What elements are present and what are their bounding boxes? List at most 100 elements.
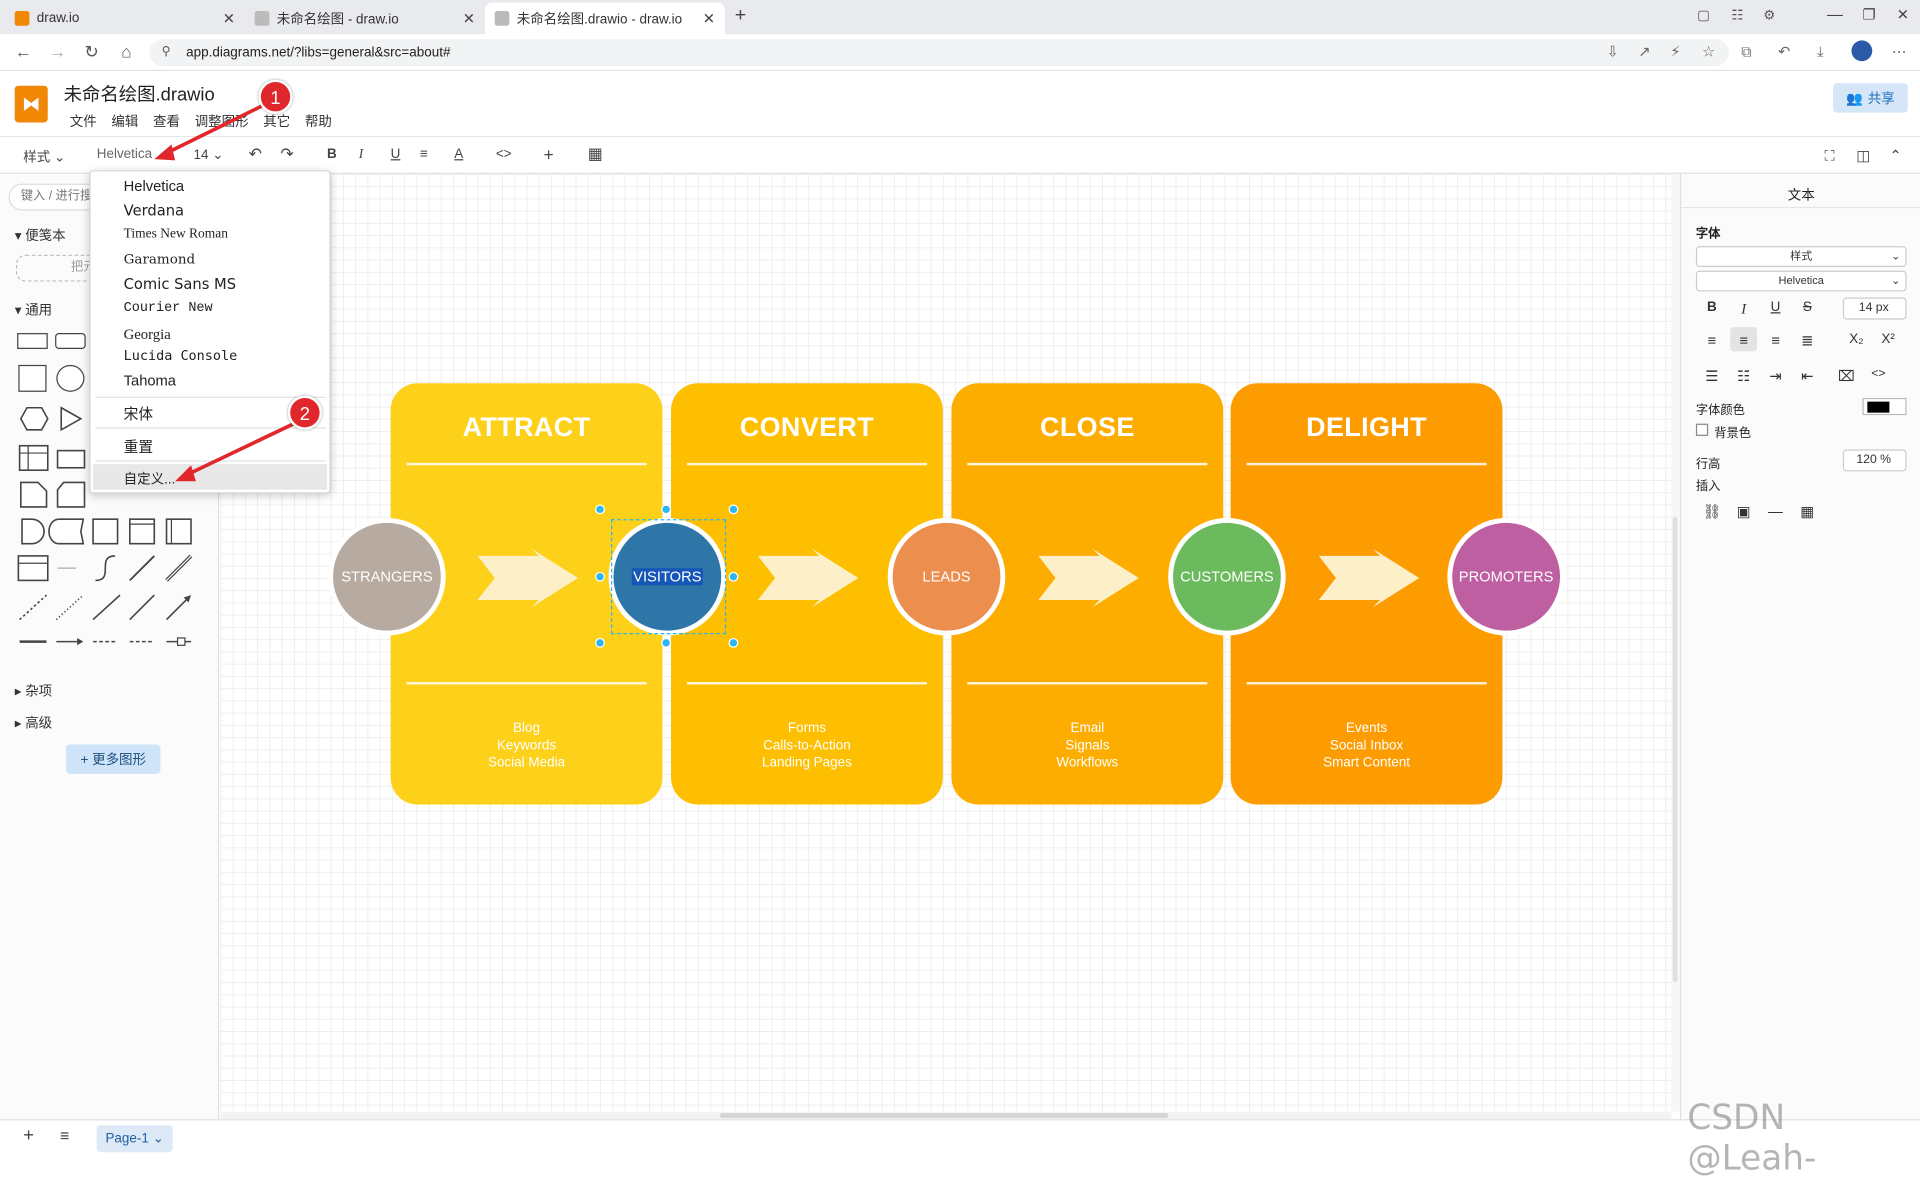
resize-handle[interactable]: [728, 637, 739, 648]
align-center-icon[interactable]: ≡: [1739, 331, 1748, 349]
font-color-icon[interactable]: A: [454, 146, 464, 162]
menu-arrange[interactable]: 调整图形: [194, 115, 249, 130]
font-option-verdana[interactable]: Verdana: [123, 202, 185, 220]
extensions-icon[interactable]: ⚙: [1763, 8, 1776, 24]
rectangle-shape[interactable]: [17, 333, 48, 349]
restore-icon[interactable]: ❐: [1862, 6, 1876, 24]
circle-label-selected[interactable]: VISITORS: [631, 568, 703, 586]
font-family-select[interactable]: Helvetica⌄: [1695, 270, 1907, 292]
chevron-arrow-icon[interactable]: [475, 548, 578, 608]
font-size-dropdown[interactable]: 14 ⌄: [193, 148, 224, 163]
font-option-garamond[interactable]: Garamond: [123, 251, 196, 267]
circle-customers[interactable]: CUSTOMERS: [1168, 517, 1286, 636]
resize-handle[interactable]: [661, 637, 672, 648]
horizontal-scroll-thumb[interactable]: [720, 1113, 1169, 1118]
background-color-checkbox[interactable]: [1695, 423, 1709, 436]
misc-shapes-row[interactable]: [17, 517, 201, 546]
resize-handle[interactable]: [728, 504, 739, 515]
horizontal-rule-icon[interactable]: —: [1768, 503, 1783, 521]
browser-tab-active[interactable]: 未命名绘图.drawio - draw.io ✕: [484, 2, 725, 35]
html-code-icon[interactable]: <>: [495, 146, 512, 162]
install-app-icon[interactable]: ⇩: [1606, 42, 1619, 61]
panel-title[interactable]: CLOSE: [1040, 411, 1135, 443]
bullet-list-icon[interactable]: ☷: [1737, 367, 1751, 385]
profile-avatar[interactable]: [1851, 40, 1873, 62]
font-size-input[interactable]: 14 px: [1842, 297, 1907, 320]
collapse-icon[interactable]: ⌃: [1889, 146, 1902, 165]
font-option-reset[interactable]: 重置: [123, 438, 154, 456]
close-tab-icon[interactable]: ✕: [702, 9, 716, 27]
misc-section-header[interactable]: ▸ 杂项: [14, 684, 53, 700]
panel-title[interactable]: DELIGHT: [1306, 411, 1427, 443]
text-tab[interactable]: 文本: [1787, 188, 1815, 204]
rounded-rectangle-shape[interactable]: [55, 333, 86, 349]
line-height-input[interactable]: 120 %: [1842, 449, 1907, 472]
font-option-lucida-console[interactable]: Lucida Console: [123, 347, 238, 364]
minimize-icon[interactable]: —: [1826, 4, 1843, 24]
redo-icon[interactable]: ↷: [280, 144, 294, 163]
panel-title[interactable]: ATTRACT: [462, 411, 591, 443]
font-family-dropdown[interactable]: Helvetica: [97, 147, 152, 162]
strikethrough-icon[interactable]: S: [1802, 300, 1812, 315]
back-icon[interactable]: ←: [14, 41, 32, 62]
menu-help[interactable]: 帮助: [304, 115, 332, 130]
font-option-times[interactable]: Times New Roman: [123, 226, 228, 242]
more-shapes-button[interactable]: + 更多图形: [66, 744, 161, 774]
share-button[interactable]: 👥 共享: [1833, 83, 1908, 113]
table-container-shapes[interactable]: [17, 443, 90, 472]
history-icon[interactable]: ↶: [1777, 42, 1791, 61]
add-page-icon[interactable]: +: [23, 1125, 34, 1147]
reload-icon[interactable]: ↻: [84, 41, 99, 62]
share-page-icon[interactable]: ↗: [1638, 42, 1651, 61]
align-right-icon[interactable]: ≡: [1771, 331, 1780, 349]
tab-actions-icon[interactable]: ▢: [1697, 8, 1710, 24]
numbered-list-icon[interactable]: ☰: [1705, 367, 1719, 385]
font-option-comic-sans[interactable]: Comic Sans MS: [123, 275, 237, 293]
circle-leads[interactable]: LEADS: [887, 517, 1006, 636]
url-field[interactable]: ⚲ app.diagrams.net/?libs=general&src=abo…: [149, 39, 1729, 67]
undo-icon[interactable]: ↶: [248, 144, 262, 163]
vertical-scrollbar[interactable]: [1671, 173, 1681, 1112]
site-info-icon[interactable]: ⚲: [161, 45, 171, 59]
font-option-custom[interactable]: 宋体: [123, 405, 154, 423]
format-panel-icon[interactable]: ◫: [1856, 146, 1871, 165]
italic-icon[interactable]: I: [358, 146, 364, 162]
page-tab[interactable]: Page-1 ⌄: [96, 1125, 173, 1153]
close-tab-icon[interactable]: ✕: [462, 9, 476, 27]
browser-tab[interactable]: draw.io ✕: [5, 2, 245, 34]
html-code-icon[interactable]: <>: [1871, 367, 1886, 381]
subscript-icon[interactable]: X₂: [1849, 331, 1864, 347]
panel-items[interactable]: Forms Calls-to-Action Landing Pages: [671, 720, 943, 771]
circle-shape[interactable]: [56, 364, 85, 392]
resize-handle[interactable]: [595, 637, 605, 648]
hexagon-triangle-shapes[interactable]: [17, 404, 90, 433]
font-color-picker[interactable]: [1862, 397, 1907, 416]
panel-title[interactable]: CONVERT: [739, 411, 875, 443]
connector-shapes-row[interactable]: [17, 553, 201, 582]
resize-handle[interactable]: [595, 504, 605, 515]
menu-extras[interactable]: 其它: [263, 115, 291, 130]
bold-icon[interactable]: B: [1706, 300, 1717, 315]
chevron-arrow-icon[interactable]: [756, 548, 859, 608]
resize-handle[interactable]: [728, 571, 739, 582]
italic-icon[interactable]: I: [1741, 300, 1747, 318]
style-select[interactable]: 样式⌄: [1695, 246, 1907, 267]
menu-view[interactable]: 查看: [153, 115, 181, 130]
favorite-star-icon[interactable]: ☆: [1702, 42, 1716, 61]
font-option-tahoma[interactable]: Tahoma: [123, 372, 176, 390]
edge-shapes-row[interactable]: [17, 634, 201, 649]
font-option-courier[interactable]: Courier New: [123, 301, 213, 316]
image-icon[interactable]: ▣: [1736, 503, 1751, 521]
square-shape[interactable]: [18, 364, 47, 392]
font-option-georgia[interactable]: Georgia: [123, 325, 171, 343]
align-icon[interactable]: ≡: [420, 146, 428, 162]
font-option-helvetica[interactable]: Helvetica: [123, 177, 185, 195]
close-window-icon[interactable]: ✕: [1896, 6, 1910, 24]
resize-handle[interactable]: [595, 571, 605, 582]
close-tab-icon[interactable]: ✕: [222, 9, 236, 27]
more-options-icon[interactable]: ⋯: [1891, 42, 1907, 61]
scratchpad-section-header[interactable]: ▾ 便笺本: [14, 228, 66, 244]
horizontal-scrollbar[interactable]: [220, 1111, 1672, 1120]
menu-edit[interactable]: 编辑: [111, 115, 139, 130]
pages-menu-icon[interactable]: ≡: [60, 1126, 70, 1145]
